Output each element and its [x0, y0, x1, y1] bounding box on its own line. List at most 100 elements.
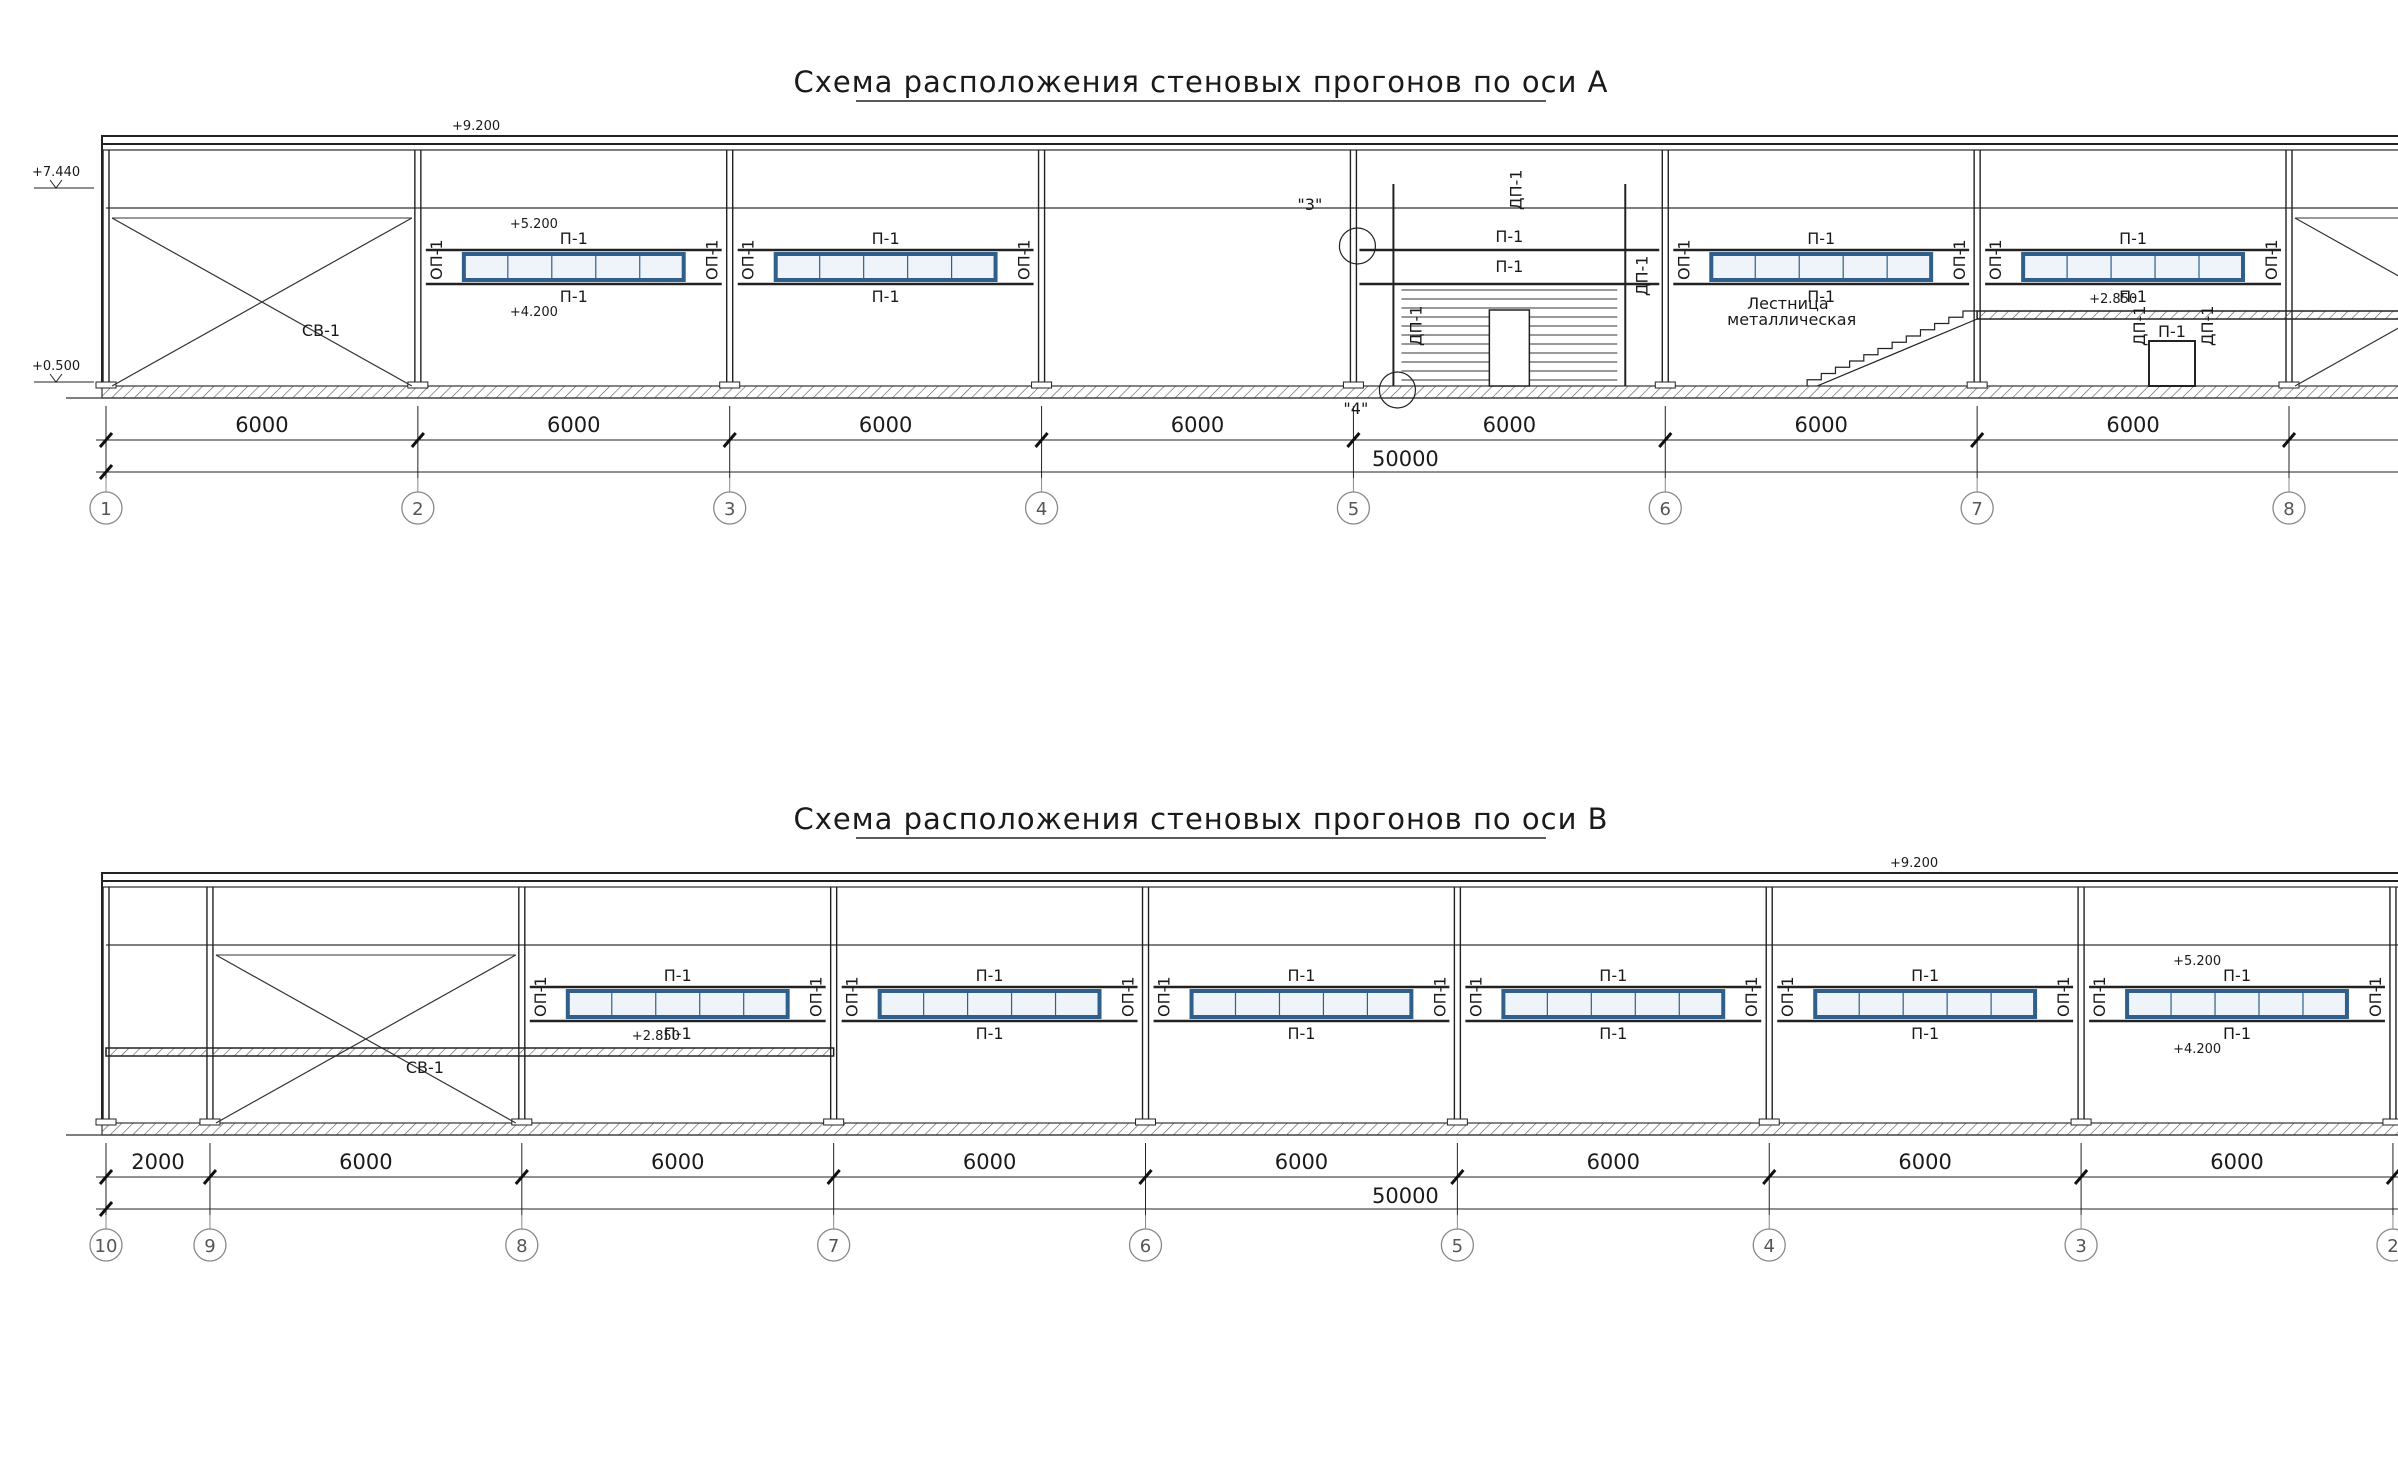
- purlin-label: П-1: [1599, 1024, 1627, 1043]
- dim-tick: [826, 1169, 841, 1185]
- post-label: ОП-1: [1430, 976, 1449, 1017]
- purlin-label: П-1: [1807, 287, 1835, 306]
- stair: [1806, 310, 1978, 386]
- dim-tick: [1346, 432, 1361, 448]
- axis-bubble: [1752, 1228, 1786, 1262]
- window-frame: [1813, 989, 2038, 1019]
- axis-label-5: 5: [1452, 1236, 1463, 1257]
- column-base: [95, 381, 117, 389]
- brace-label: СВ-1: [406, 1058, 444, 1077]
- window-frame: [773, 252, 998, 282]
- platform: [1976, 310, 2398, 320]
- dim-tick: [1138, 1169, 1153, 1185]
- purlin-label: П-1: [2223, 966, 2251, 985]
- level-top: +9.200: [452, 119, 500, 134]
- brace: [2294, 217, 2398, 277]
- column-base: [2070, 1118, 2092, 1126]
- span-dim-8: 6000: [2210, 1150, 2263, 1174]
- dim-tick: [1762, 1169, 1777, 1185]
- window-frame: [1189, 989, 1414, 1019]
- dim-tick: [1658, 432, 1673, 448]
- node-4-circle: [1378, 371, 1417, 409]
- gate-dp-label: ДП-1: [1506, 170, 1525, 210]
- axis-label-4: 4: [1764, 1236, 1775, 1257]
- axis-label-2: 2: [2387, 1236, 2398, 1257]
- axis-bubble: [713, 491, 747, 525]
- elevation-1: Схема расположения стеновых прогонов по …: [32, 65, 2398, 525]
- column-base: [1446, 1118, 1468, 1126]
- axis-bubble: [1648, 491, 1682, 525]
- axis-bubble: [1128, 1228, 1163, 1262]
- level-base-text: +0.500: [32, 359, 80, 374]
- axis-label-7: 7: [1971, 499, 1982, 520]
- column-base: [1758, 1118, 1780, 1126]
- span-dim-6: 6000: [1587, 1150, 1640, 1174]
- dim-tick: [98, 464, 114, 480]
- elevation-2: Схема расположения стеновых прогонов по …: [66, 802, 2398, 1262]
- dim-tick: [98, 432, 114, 448]
- axis-label-3: 3: [2075, 1236, 2086, 1257]
- window-frame: [1709, 252, 1934, 282]
- column-base: [1342, 381, 1364, 389]
- drawing-title-2: Схема расположения стеновых прогонов по …: [793, 802, 1608, 836]
- axis-bubble: [1336, 491, 1371, 525]
- axis-bubble: [193, 1228, 227, 1262]
- level-win-top: +5.200: [510, 217, 558, 232]
- axis-label-8: 8: [2283, 499, 2294, 520]
- roof-beam: [101, 135, 2398, 145]
- total-dim: 50000: [1372, 447, 1439, 471]
- purlin-label: П-1: [976, 1024, 1004, 1043]
- post-label: ОП-1: [739, 239, 758, 280]
- axis-bubble: [1960, 491, 1994, 525]
- column-base: [823, 1118, 845, 1126]
- window-frame: [461, 252, 686, 282]
- span-dim-1: 2000: [131, 1150, 184, 1174]
- span-dim-3: 6000: [651, 1150, 704, 1174]
- level-platform: +2.850: [2089, 292, 2137, 307]
- post-label: ОП-1: [843, 976, 862, 1017]
- purlin-label: П-1: [664, 1024, 692, 1043]
- axis-label-10: 10: [95, 1236, 118, 1257]
- purlin-label: П-1: [664, 966, 692, 985]
- window-frame: [2125, 989, 2349, 1019]
- purlin-label: П-1: [872, 287, 900, 306]
- gate-dp-label: ДП-1: [1632, 256, 1651, 296]
- column-base: [1654, 381, 1676, 389]
- axis-label-5: 5: [1348, 499, 1359, 520]
- purlin-label: П-1: [1287, 1024, 1315, 1043]
- column-base: [2278, 381, 2300, 389]
- purlin-label: П-1: [1911, 966, 1939, 985]
- post-label: ОП-1: [1986, 239, 2005, 280]
- post-label: ОП-1: [1155, 976, 1174, 1017]
- base-hatch: [101, 1122, 2398, 1136]
- axis-label-2: 2: [412, 499, 423, 520]
- level-eave-text: +7.440: [32, 165, 80, 180]
- post-label: ОП-1: [2054, 976, 2073, 1017]
- stair-label-1: Лестница: [1747, 294, 1829, 313]
- post-label: ОП-1: [1119, 976, 1138, 1017]
- axis-label-7: 7: [828, 1236, 839, 1257]
- node-4-label: "4": [1343, 399, 1368, 418]
- axis-bubble: [89, 491, 123, 525]
- post-label: ОП-1: [1950, 239, 1969, 280]
- span-dim-3: 6000: [859, 413, 912, 437]
- dim-tick: [2281, 432, 2297, 448]
- span-dim-2: 6000: [339, 1150, 392, 1174]
- axis-label-1: 1: [100, 499, 111, 520]
- gate-purlin-label: П-1: [1495, 257, 1523, 276]
- post-label: ОП-1: [1015, 239, 1034, 280]
- brace: [2294, 327, 2398, 387]
- axis-bubble: [817, 1228, 851, 1262]
- column-base: [199, 1118, 221, 1126]
- door-purlin-label: П-1: [2158, 322, 2186, 341]
- purlin-label: П-1: [1807, 229, 1835, 248]
- axis-bubble: [1440, 1228, 1475, 1262]
- dim-tick: [1450, 1169, 1465, 1185]
- column-base: [1031, 381, 1053, 389]
- gate-wicket: [1488, 309, 1531, 387]
- platform: [105, 1047, 835, 1057]
- post-label: ОП-1: [807, 976, 826, 1017]
- column-base: [95, 1118, 117, 1126]
- stair-label-2: металлическая: [1727, 310, 1856, 329]
- level-top: +9.200: [1890, 856, 1938, 871]
